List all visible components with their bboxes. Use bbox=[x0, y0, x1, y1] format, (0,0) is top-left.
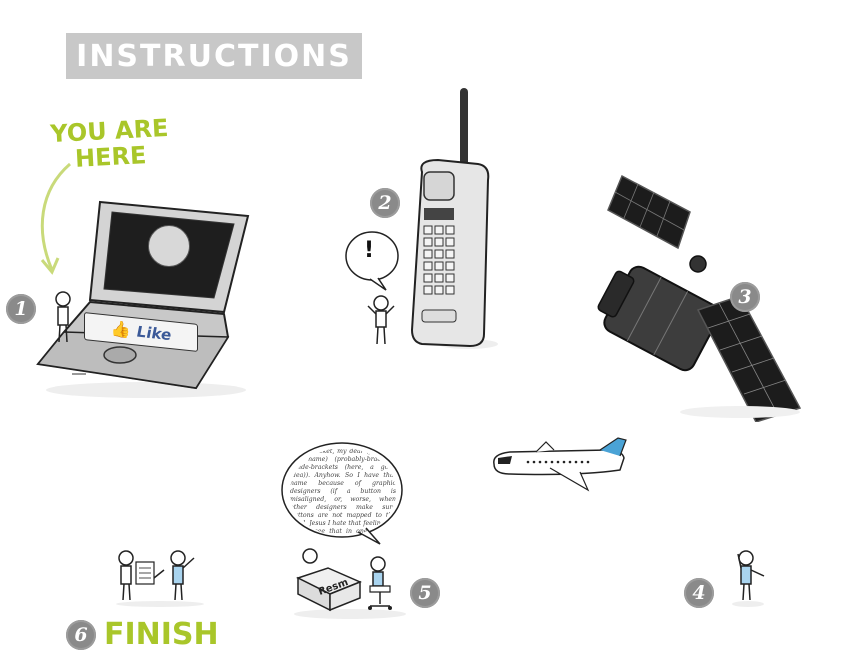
title-banner: INSTRUCTIONS bbox=[66, 33, 362, 79]
thumbs-up-icon: 👍 bbox=[110, 320, 131, 340]
stick-figure-phone-call bbox=[732, 550, 765, 607]
satellite-illustration bbox=[597, 174, 802, 422]
stick-figure-2 bbox=[367, 295, 395, 345]
handshake-figures bbox=[116, 550, 204, 607]
page-title: INSTRUCTIONS bbox=[76, 38, 352, 74]
finish-label: FINISH bbox=[104, 617, 219, 652]
exclamation-bubble bbox=[345, 231, 399, 291]
step-number-5: 5 bbox=[410, 578, 440, 608]
airplane-illustration bbox=[493, 437, 627, 492]
like-label: Like bbox=[136, 322, 172, 345]
speech-bubble-text: Moon Rocket, my dear (from my last name)… bbox=[290, 448, 396, 535]
brick-phone-illustration bbox=[410, 88, 498, 349]
step-number-6: 6 bbox=[66, 620, 96, 650]
speech-bubble-outline bbox=[281, 442, 403, 545]
exclamation-mark: ! bbox=[364, 238, 375, 263]
step-number-3: 3 bbox=[730, 282, 760, 312]
step-number-4: 4 bbox=[684, 578, 714, 608]
screen-avatar bbox=[148, 225, 190, 267]
resume-box-scene bbox=[294, 548, 406, 619]
step-number-2: 2 bbox=[370, 188, 400, 218]
stick-figure-1 bbox=[55, 291, 71, 343]
curved-arrow-icon bbox=[40, 162, 71, 275]
step-number-1: 1 bbox=[6, 294, 36, 324]
